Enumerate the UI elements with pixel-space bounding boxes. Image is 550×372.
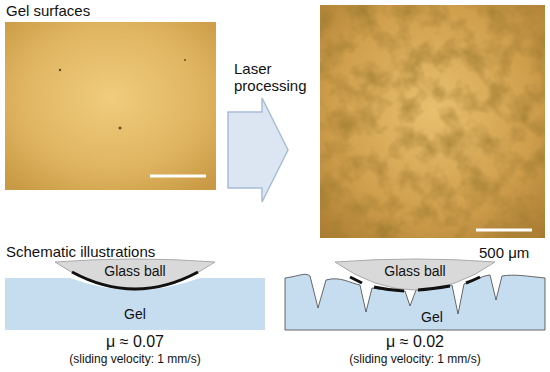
- contact-line: [374, 287, 404, 291]
- glass-ball: [55, 259, 215, 290]
- scale-bar: [150, 175, 206, 178]
- process-arrow-label: Laser processing: [234, 60, 318, 95]
- friction-value: μ ≈ 0.07: [106, 333, 164, 351]
- glass-ball-shape: Glass ball: [365, 263, 465, 279]
- friction-value: μ ≈ 0.02: [386, 333, 444, 351]
- speck: [59, 69, 61, 71]
- node-text: Glass ball: [85, 263, 185, 279]
- node-text: Glass ball: [365, 263, 465, 279]
- panel-heading: Gel surfaces: [6, 2, 90, 19]
- process-arrow: [228, 98, 288, 202]
- gel-shape: Gel: [110, 306, 160, 322]
- photo-smooth: [5, 22, 216, 190]
- photo-texture: [320, 5, 545, 238]
- contact-line: [350, 277, 362, 283]
- contact-line: [418, 286, 450, 290]
- panel-heading: Schematic illustrations: [6, 243, 155, 260]
- speck: [184, 59, 186, 61]
- condition-note: (sliding velocity: 1 mm/s): [349, 353, 480, 367]
- contact-line: [466, 277, 480, 283]
- glass-ball-shape: Glass ball: [85, 263, 185, 279]
- condition-note: (sliding velocity: 1 mm/s): [69, 353, 200, 367]
- node-text: Laser processing: [234, 60, 318, 95]
- scale-bar: [476, 229, 532, 232]
- glass-ball: [335, 259, 495, 290]
- node-text: Gel: [110, 306, 160, 322]
- scale-label: 500 μm: [479, 244, 529, 261]
- speck: [119, 127, 122, 130]
- photo-rough: [320, 5, 545, 238]
- gel-shape: Gel: [412, 309, 452, 325]
- node-text: Gel: [412, 309, 452, 325]
